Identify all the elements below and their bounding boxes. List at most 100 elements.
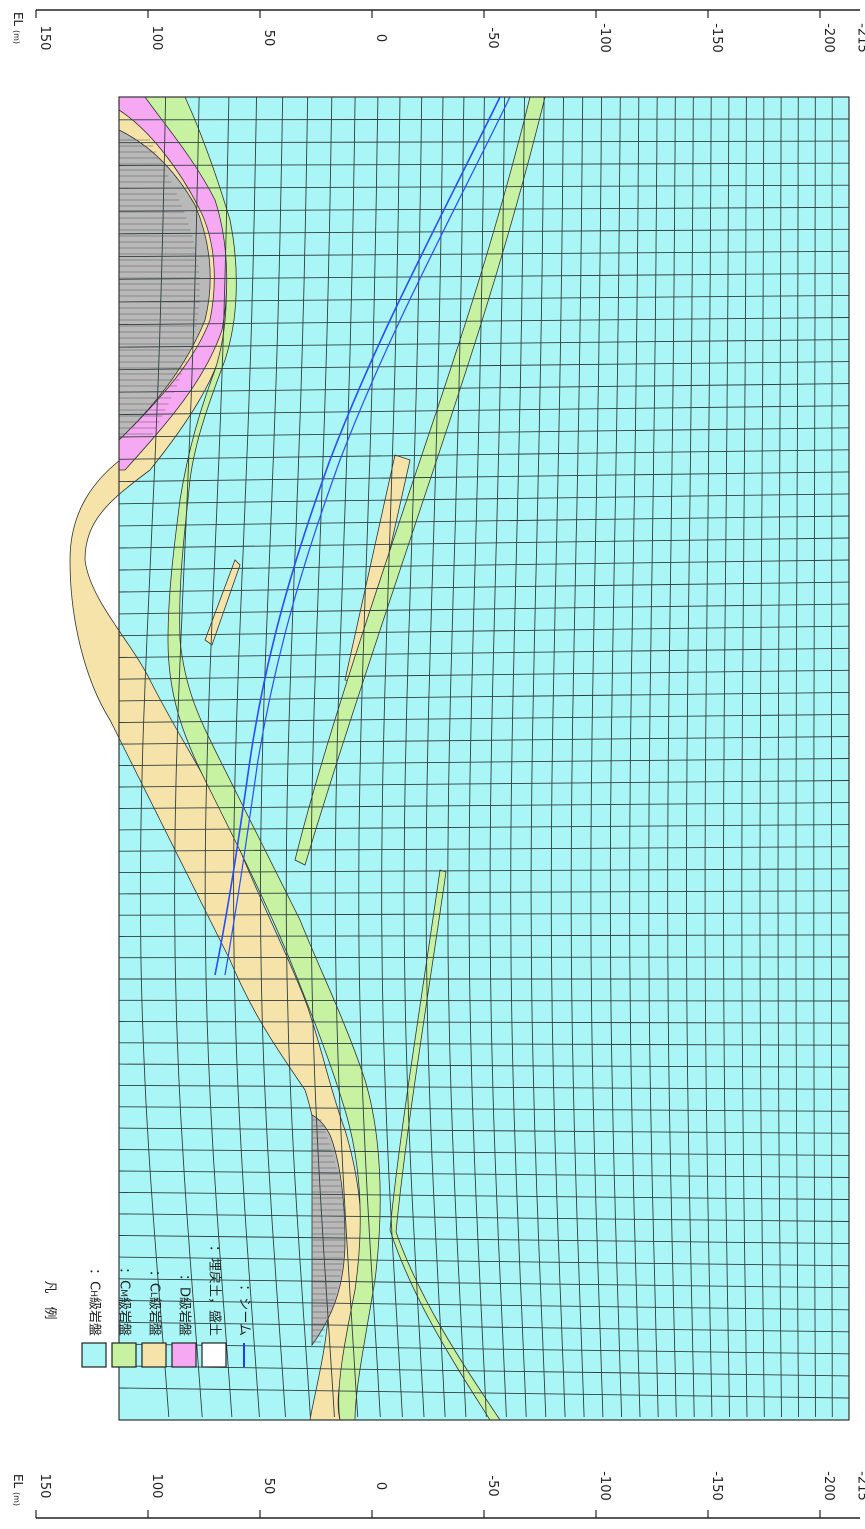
mesh-line	[118, 1321, 850, 1333]
mesh-line	[118, 713, 850, 723]
mesh-line	[118, 802, 850, 809]
d-rock-layer	[118, 96, 228, 471]
fe-mesh-grid	[118, 96, 850, 1418]
mesh-line	[118, 868, 850, 874]
mesh-line	[425, 96, 446, 1418]
mesh-line	[118, 1365, 850, 1377]
seam-line	[214, 96, 501, 976]
mesh-line	[118, 1343, 850, 1355]
legend-swatch-cm	[111, 1342, 137, 1368]
mesh-line	[118, 405, 850, 416]
axis-unit: (m)	[12, 1492, 21, 1506]
mesh-line	[334, 96, 359, 1418]
mesh-line	[310, 96, 335, 1418]
mesh-line	[118, 780, 850, 788]
axis-tick-label: -150	[709, 23, 724, 53]
mesh-line	[381, 96, 403, 1418]
mesh-line	[447, 96, 467, 1418]
axis-tick-label: 150	[37, 26, 52, 51]
mesh-line	[118, 493, 850, 505]
mesh-line	[118, 758, 850, 767]
mesh-line	[118, 1213, 850, 1222]
model-outline	[118, 96, 850, 1421]
legend-subscript: L	[149, 1292, 159, 1297]
mesh-line	[777, 97, 782, 1418]
mesh-line	[118, 250, 850, 258]
axis-title: EL (m)	[11, 1474, 25, 1506]
legend: 凡 例：CH級岩盤：CM級岩盤：CL級岩盤：D級岩盤：埋戻土，盛土：シーム	[42, 1245, 252, 1368]
axis-tick-label: -50	[485, 1475, 500, 1496]
mesh-line	[118, 1106, 850, 1112]
mesh-line	[667, 96, 677, 1418]
mesh-line	[118, 669, 850, 680]
mesh-line	[118, 691, 850, 702]
mesh-line	[118, 1278, 850, 1289]
mesh-line	[118, 1127, 850, 1134]
mesh-line	[118, 162, 850, 166]
axis-tick-label: -200	[821, 23, 836, 53]
legend-swatch-cl	[141, 1342, 167, 1368]
mesh-line	[118, 272, 850, 280]
mesh-line	[118, 890, 850, 895]
mesh-line	[403, 96, 425, 1418]
mesh-line	[118, 361, 850, 371]
mesh-line	[118, 427, 850, 438]
mesh-line	[118, 912, 850, 916]
legend-label-fill: ：埋戻土，盛土	[207, 1245, 222, 1336]
legend-title: 凡 例	[42, 1280, 57, 1319]
fe-mesh-model	[69, 96, 850, 1421]
mesh-line	[358, 96, 381, 1418]
legend-label-ch: ：CH級岩盤	[87, 1268, 102, 1336]
mesh-line	[118, 228, 850, 235]
mesh-line	[118, 1063, 850, 1068]
mesh-line	[118, 1021, 850, 1024]
axis-tick-label: 0	[373, 34, 388, 42]
mesh-line	[118, 140, 850, 144]
mesh-line	[118, 471, 850, 483]
mesh-line	[118, 999, 850, 1002]
axis-tick-label: 0	[373, 1482, 388, 1490]
mesh-line	[118, 1084, 850, 1090]
mesh-line	[118, 537, 850, 549]
mesh-line	[118, 449, 850, 460]
mesh-line	[118, 1042, 850, 1046]
mesh-line	[118, 603, 850, 615]
axis-title: EL (m)	[11, 12, 25, 44]
mesh-line	[118, 339, 850, 348]
legend-swatch-ch	[81, 1342, 107, 1368]
mesh-line	[174, 96, 203, 1418]
legend-swatch-d	[171, 1342, 197, 1368]
axis-tick-label: -215	[855, 1471, 865, 1501]
axis-tick-label: 150	[37, 1474, 52, 1499]
mesh-line	[118, 846, 850, 852]
axis-tick-label: -100	[597, 1471, 612, 1501]
legend-label-seam: ：シーム	[237, 1284, 252, 1336]
mesh-line	[139, 96, 170, 1418]
mesh-line	[118, 1256, 850, 1267]
mesh-line	[830, 97, 833, 1418]
mesh-line	[118, 383, 850, 393]
mesh-line	[118, 317, 850, 326]
axis-tick-label: -200	[821, 1471, 836, 1501]
mesh-line	[118, 1149, 850, 1156]
seam-line-2	[224, 96, 511, 976]
mesh-line	[118, 184, 850, 189]
mesh-line	[118, 294, 850, 303]
mesh-line	[118, 206, 850, 212]
mesh-line	[813, 97, 816, 1418]
mesh-line	[759, 97, 765, 1418]
axis-tick-label: -100	[597, 23, 612, 53]
axis-tick-label: 50	[261, 1478, 276, 1495]
axis-tick-label: 100	[149, 26, 164, 51]
axis-tick-label: -150	[709, 1471, 724, 1501]
mesh-line	[795, 96, 799, 1418]
mesh-line	[118, 1387, 850, 1399]
legend-label-d: ：D級岩盤	[177, 1274, 192, 1336]
mesh-line	[118, 1191, 850, 1200]
mesh-line	[118, 934, 850, 937]
axis-tick-label: 50	[261, 30, 276, 47]
mesh-line	[468, 96, 487, 1418]
cl-lens-1	[204, 559, 241, 646]
